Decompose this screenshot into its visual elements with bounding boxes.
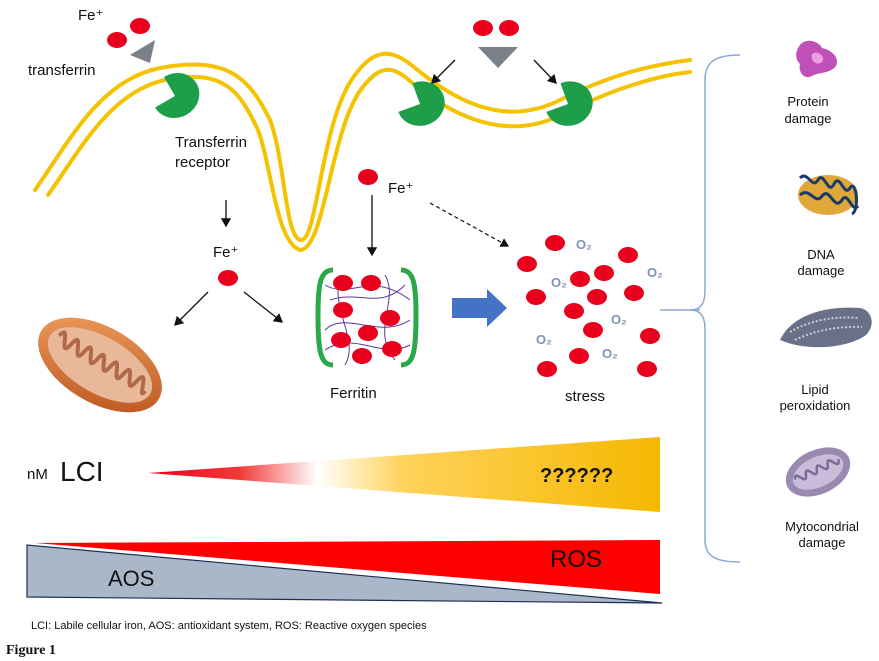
lci-unit-label: nM (27, 466, 48, 483)
arrow (243, 291, 284, 323)
footnote: LCI: Labile cellular iron, AOS: antioxid… (31, 620, 427, 632)
big-blue-arrow (452, 289, 507, 327)
transferrin-receptor-icon (546, 81, 593, 126)
damage-label: Mytocondrial (785, 519, 859, 534)
unknown-threshold-label: ?????? (540, 465, 613, 487)
damage-label: Protein (787, 94, 828, 109)
damage-label: DNA (807, 247, 835, 262)
iron-pair-left (107, 18, 150, 48)
ferritin-label: Ferritin (330, 385, 377, 402)
transferrin-receptor-label-2: receptor (175, 154, 230, 171)
transferrin-label: transferrin (28, 62, 96, 79)
damage-label: peroxidation (780, 398, 851, 413)
figure-caption: Figure 1 (6, 643, 56, 658)
ros-label: ROS (550, 546, 602, 573)
damage-label: damage (799, 535, 846, 550)
aos-wedge (26, 544, 663, 604)
lci-label: LCI (60, 456, 104, 487)
arrow (174, 291, 209, 326)
cell-membrane (33, 51, 692, 253)
aos-label: AOS (108, 566, 154, 591)
o2-label: O₂ (551, 275, 567, 290)
dna-icon (798, 174, 860, 216)
stress-label: stress (565, 388, 605, 405)
ferritin-icon (315, 267, 419, 368)
damage-label: damage (798, 263, 845, 278)
arrow (533, 59, 557, 84)
o2-label: O₂ (611, 312, 627, 327)
transferrin-receptor-icon (398, 81, 445, 126)
o2-label: O₂ (602, 346, 618, 361)
ros-wedge (35, 540, 660, 594)
arrow (431, 59, 456, 84)
o2-labels: O₂ O₂ O₂ O₂ O₂ O₂ (536, 237, 663, 361)
damaged-mitochondrion-icon (785, 447, 851, 497)
fe-middle-label: Fe⁺ (213, 244, 238, 261)
transferrin-receptor-label-1: Transferrin (175, 134, 247, 151)
transferrin-icon (478, 47, 518, 68)
fe-center-label: Fe⁺ (388, 180, 413, 197)
stress-cluster (517, 235, 660, 377)
fe-top-label: Fe⁺ (78, 7, 103, 24)
damage-label: Lipid (801, 382, 828, 397)
dashed-arrow (429, 202, 510, 247)
iron-pair-top (473, 20, 519, 36)
transferrin-icon (130, 40, 155, 63)
protein-icon (796, 40, 838, 78)
o2-label: O₂ (576, 237, 592, 252)
brace (660, 54, 741, 563)
iron-ion (218, 270, 238, 286)
damage-label: damage (785, 111, 832, 126)
o2-label: O₂ (647, 265, 663, 280)
iron-ion (358, 169, 378, 185)
lipid-membrane-icon (780, 307, 872, 348)
lci-gradient-wedge (148, 437, 660, 512)
mitochondrion-icon (38, 317, 162, 413)
transferrin-receptor-icon (155, 73, 200, 118)
o2-label: O₂ (536, 332, 552, 347)
